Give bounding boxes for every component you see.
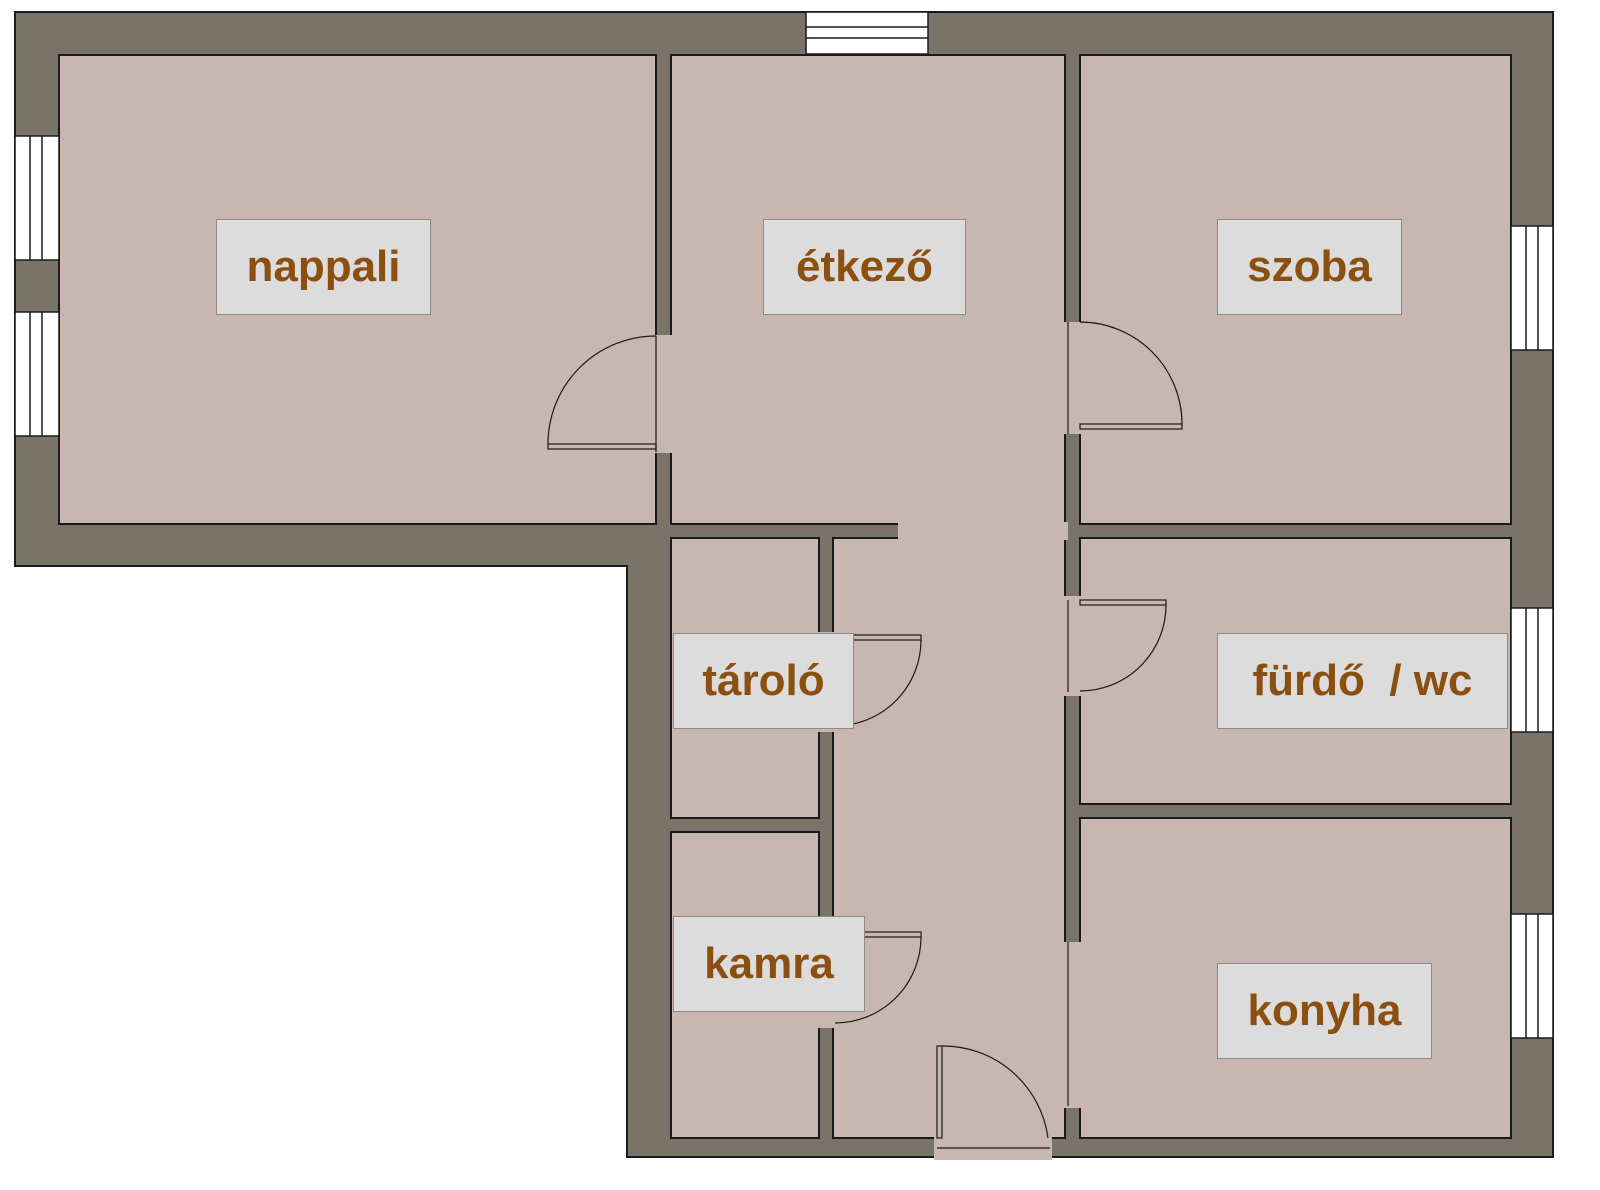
label-nappali: nappali <box>216 219 431 315</box>
window-top <box>805 11 929 55</box>
window-right-szoba <box>1510 225 1554 351</box>
door-swings <box>547 321 1183 1149</box>
room-label-tarolo: tároló <box>702 656 825 705</box>
windows <box>14 11 1554 1039</box>
room-label-furdo-wc: fürdő / wc <box>1252 656 1473 705</box>
room-label-kamra: kamra <box>704 939 834 988</box>
label-konyha: konyha <box>1217 963 1432 1059</box>
room-label-etkezo: étkező <box>796 242 933 291</box>
label-kamra: kamra <box>673 916 865 1012</box>
floor-hallway <box>832 537 1066 1139</box>
label-furdo-wc: fürdő / wc <box>1217 633 1508 729</box>
window-right-furdo <box>1510 607 1554 733</box>
room-label-szoba: szoba <box>1247 242 1372 291</box>
room-label-nappali: nappali <box>246 242 401 291</box>
window-right-konyha <box>1510 913 1554 1039</box>
label-szoba: szoba <box>1217 219 1402 315</box>
label-etkezo: étkező <box>763 219 966 315</box>
room-label-konyha: konyha <box>1247 986 1402 1035</box>
label-tarolo: tároló <box>673 633 854 729</box>
window-left-upper <box>14 135 60 261</box>
window-left-lower <box>14 311 60 437</box>
